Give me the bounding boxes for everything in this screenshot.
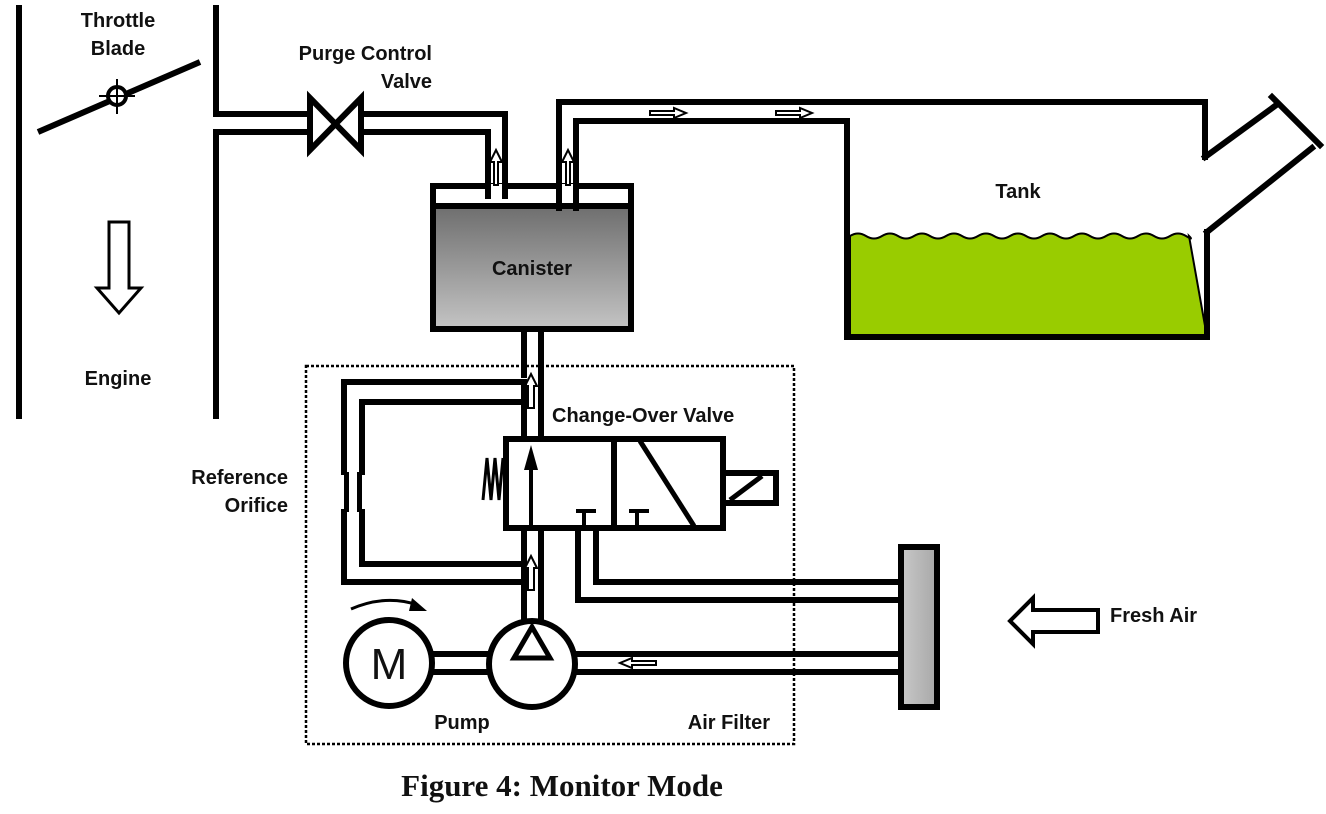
- change-over-valve-label: Change-Over Valve: [552, 405, 734, 427]
- tank-label: Tank: [995, 181, 1041, 203]
- flow-arrow-up-icon: [488, 147, 504, 186]
- throttle-blade: [36, 59, 202, 135]
- flow-arrow-up-icon: [523, 371, 539, 409]
- air-filter: [898, 544, 940, 710]
- pump-label: Pump: [434, 712, 490, 734]
- fresh-air-label: Fresh Air: [1110, 605, 1197, 627]
- canister-body: [433, 206, 631, 329]
- engine-flow-arrow-icon: [93, 220, 145, 316]
- purge-valve-label-line1: Purge Control: [299, 43, 432, 65]
- rotation-arrow-icon: [350, 598, 419, 611]
- figure-caption: Figure 4: Monitor Mode: [401, 768, 723, 803]
- filter-lines-lower: [575, 651, 903, 675]
- reference-orifice-loop: [341, 379, 527, 585]
- orifice-plate-left: [344, 472, 349, 512]
- tank-vent-line: [556, 99, 1208, 234]
- pump-outlet-line: [521, 525, 544, 623]
- flow-arrow-left-icon: [617, 656, 657, 670]
- throttle-label-line1: Throttle: [81, 10, 155, 32]
- air-filter-label: Air Filter: [688, 712, 770, 734]
- purge-valve-label-line2: Valve: [381, 71, 432, 93]
- throttle-label-line2: Blade: [91, 38, 145, 60]
- spring-icon: [481, 457, 505, 501]
- motor: M: [343, 617, 435, 709]
- canister-outlet-line: [521, 329, 544, 441]
- flow-arrow-up-icon: [523, 553, 539, 591]
- fuel-tank: [844, 92, 1325, 340]
- motor-symbol: M: [371, 640, 408, 689]
- flow-arrow-up-icon: [560, 147, 576, 186]
- filter-lines-upper: [575, 525, 903, 603]
- engine-label: Engine: [85, 368, 152, 390]
- motor-pump-shaft: [429, 651, 492, 675]
- flow-arrow-right-icon: [775, 106, 815, 120]
- intake-manifold: [16, 5, 219, 419]
- orifice-plate-right: [357, 472, 362, 512]
- fresh-air-arrow-icon: [1007, 593, 1100, 649]
- pump-triangle-icon: [509, 622, 555, 661]
- pump: [486, 618, 578, 710]
- flow-arrow-right-icon: [649, 106, 689, 120]
- valve-flow-arrow-icon: [524, 445, 538, 470]
- leak-detection-module-boundary: [304, 364, 796, 746]
- change-over-valve: [481, 436, 779, 531]
- fuel-level: [849, 232, 1209, 338]
- canister: [430, 111, 634, 332]
- purge-control-valve-icon: [307, 90, 364, 158]
- canister-label: Canister: [492, 258, 572, 280]
- reference-orifice-label-line2: Orifice: [225, 495, 288, 517]
- reference-orifice-label-line1: Reference: [191, 467, 288, 489]
